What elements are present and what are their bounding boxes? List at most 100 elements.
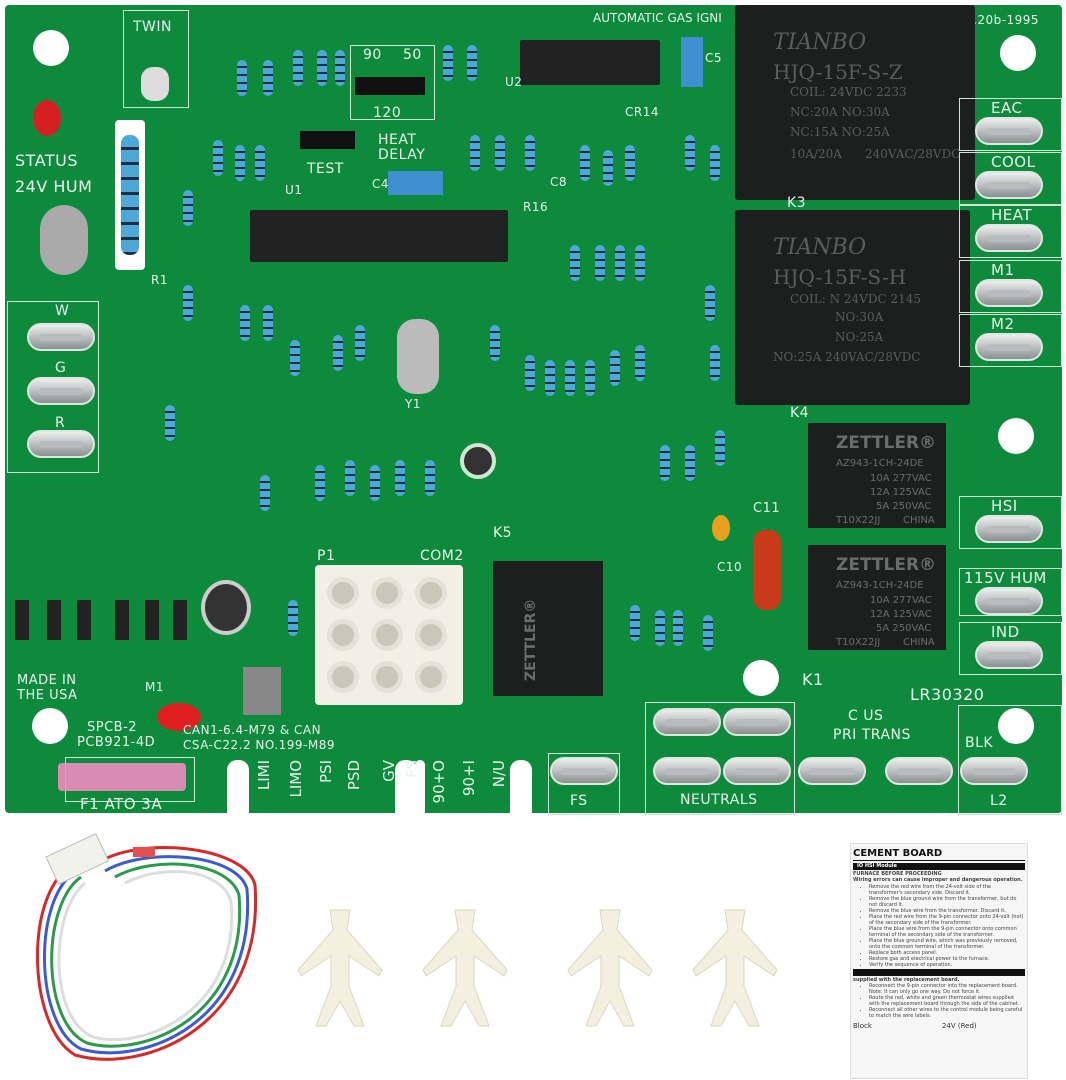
terminal-eac[interactable]: [975, 117, 1043, 145]
white-wire: [57, 870, 234, 1042]
u1-label: U1: [285, 183, 303, 197]
relay-rating: NC:20A NO:30A: [790, 105, 890, 119]
pin-label: 90+I: [460, 760, 478, 797]
terminal-pri-trans[interactable]: [885, 757, 953, 785]
relay-origin: CHINA: [903, 637, 935, 648]
capacitor-c7: [201, 580, 251, 635]
c5-label: C5: [705, 51, 723, 65]
fs-terminal-outline: [548, 753, 620, 815]
relay-model: HJQ-15F-S-H: [773, 265, 907, 289]
status-label: STATUS: [15, 151, 79, 170]
terminal-label-fs: FS: [570, 793, 588, 809]
terminal-label: 115V HUM: [964, 569, 1047, 587]
connector-pin: [327, 619, 359, 651]
pin-label: FS: [403, 760, 421, 778]
k4-label: K4: [790, 405, 810, 421]
resistor: [260, 475, 270, 511]
red-wire: [36, 846, 258, 1061]
y1-label: Y1: [405, 397, 421, 411]
wiring-harness: [36, 833, 258, 1061]
k3-label: K3: [787, 195, 807, 211]
terminal-outline: [959, 314, 1062, 367]
terminal-heat[interactable]: [975, 224, 1043, 252]
terminal-l2[interactable]: [960, 757, 1028, 785]
resistor: [525, 355, 535, 391]
relay-k3: TIANBO HJQ-15F-S-Z COIL: 24VDC 2233 NC:2…: [735, 5, 975, 200]
board-notch: [415, 760, 425, 820]
connector-pin: [415, 577, 447, 609]
green-wire: [50, 862, 242, 1048]
terminal-m1[interactable]: [975, 279, 1043, 307]
resistor: [710, 345, 720, 381]
relay-model: AZ943-1CH-24DE: [836, 458, 924, 469]
resistor: [425, 460, 435, 496]
terminal-fs[interactable]: [550, 757, 618, 785]
com2-label: COM2: [420, 548, 464, 564]
terminal-g[interactable]: [27, 377, 95, 405]
l2-outline: [958, 705, 1062, 815]
diode: [15, 600, 29, 640]
relay-rating: NO:30A: [835, 310, 884, 324]
relay-rating: NO:25A 240VAC/28VDC: [773, 350, 921, 364]
diode: [115, 600, 129, 640]
manual-title: CEMENT BOARD: [853, 848, 1025, 861]
resistor: [263, 60, 273, 96]
instruction-sheet: CEMENT BOARD IO HSI Module FURNACE BEFOR…: [850, 843, 1028, 1079]
connector-pin: [415, 619, 447, 651]
terminal-neutral[interactable]: [723, 757, 791, 785]
resistor: [603, 150, 613, 186]
heat-delay-jumper[interactable]: [355, 77, 425, 95]
made-in-label: MADE IN: [17, 673, 77, 688]
manual-step: Remove the blue wire from the transforme…: [869, 908, 1025, 914]
terminal-ind[interactable]: [975, 641, 1043, 669]
resistor: [333, 335, 343, 371]
connector-pin: [415, 661, 447, 693]
resistor: [710, 145, 720, 181]
resistor: [615, 245, 625, 281]
resistor: [470, 135, 480, 171]
k5-label: K5: [493, 525, 513, 541]
resistor: [655, 610, 665, 646]
resistor: [715, 430, 725, 466]
pin-label: N/U: [490, 760, 508, 788]
relay-code: T10X22JJ: [836, 637, 881, 648]
terminal-label: M2: [991, 315, 1015, 333]
mounting-hole: [998, 708, 1034, 744]
r16-label: R16: [523, 200, 549, 214]
terminal-neutral[interactable]: [653, 757, 721, 785]
resistor: [315, 465, 325, 501]
terminal-r[interactable]: [27, 430, 95, 458]
terminal-neutral[interactable]: [723, 708, 791, 736]
relay-model: HJQ-15F-S-Z: [773, 60, 903, 84]
terminal-outline: [959, 496, 1062, 549]
resistor: [235, 145, 245, 181]
relay-brand: ZETTLER®: [836, 433, 937, 453]
terminal-cool[interactable]: [975, 171, 1043, 199]
test-pins[interactable]: [300, 131, 355, 149]
resistor: [610, 350, 620, 386]
fuse-f1[interactable]: [58, 763, 186, 791]
manual-diagram-label: Block: [853, 1022, 872, 1030]
wire-terminal: [133, 847, 155, 857]
terminal-neutral[interactable]: [653, 708, 721, 736]
circuit-board: AUTOMATIC GAS IGNI .20b-1995 TWIN STATUS…: [5, 5, 1062, 820]
neutrals-outline: [645, 702, 795, 815]
terminal-hsi[interactable]: [975, 515, 1043, 543]
terminal-pri-trans[interactable]: [798, 757, 866, 785]
terminal-115v-hum[interactable]: [975, 587, 1043, 615]
resistor: [595, 245, 605, 281]
jumper-outline: [350, 45, 435, 120]
relay-rating: NC:15A NO:25A: [790, 125, 890, 139]
blk-label: BLK: [965, 735, 994, 751]
relay-model: AZ943-1CH-24DE: [836, 580, 924, 591]
connector-pin: [371, 577, 403, 609]
relay-rating: 12A 125VAC: [870, 487, 932, 498]
resistor: [240, 305, 250, 341]
terminal-outline: [959, 152, 1062, 205]
terminal-m2[interactable]: [975, 333, 1043, 361]
connector-pin: [327, 577, 359, 609]
capacitor-c11: [753, 530, 781, 610]
terminal-w[interactable]: [27, 323, 95, 351]
relay-brand: TIANBO: [773, 235, 867, 260]
